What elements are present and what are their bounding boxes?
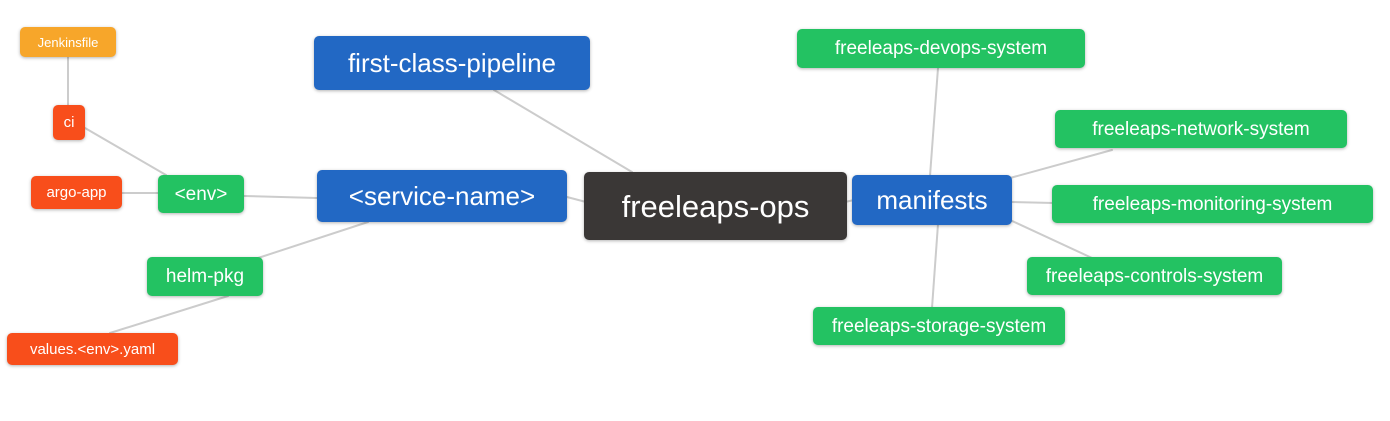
- edge-manifests-network: [1009, 149, 1113, 179]
- edge-env-service-name: [243, 195, 318, 199]
- edge-pipeline-freeleaps-ops: [493, 89, 633, 173]
- node-devops-system[interactable]: freeleaps-devops-system: [797, 29, 1085, 68]
- node-network-system[interactable]: freeleaps-network-system: [1055, 110, 1347, 148]
- edge-ci-env: [84, 127, 167, 176]
- edge-values-helm-pkg: [109, 295, 229, 334]
- edge-service-freeleaps-ops: [566, 196, 587, 203]
- node-jenkinsfile[interactable]: Jenkinsfile: [20, 27, 116, 57]
- edge-manifests-controls: [1009, 219, 1093, 259]
- node-first-class-pipeline[interactable]: first-class-pipeline: [314, 36, 590, 90]
- node-env[interactable]: <env>: [158, 175, 244, 213]
- node-storage-system[interactable]: freeleaps-storage-system: [813, 307, 1065, 345]
- node-manifests[interactable]: manifests: [852, 175, 1012, 225]
- node-ci[interactable]: ci: [53, 105, 85, 140]
- edge-manifests-storage: [931, 223, 939, 309]
- node-argo-app[interactable]: argo-app: [31, 176, 122, 209]
- edge-manifests-devops: [929, 67, 939, 177]
- node-monitoring-system[interactable]: freeleaps-monitoring-system: [1052, 185, 1373, 223]
- edge-helm-pkg-service-name: [257, 221, 369, 259]
- node-freeleaps-ops[interactable]: freeleaps-ops: [584, 172, 847, 240]
- node-helm-pkg[interactable]: helm-pkg: [147, 257, 263, 296]
- node-service-name[interactable]: <service-name>: [317, 170, 567, 222]
- edge-manifests-monitoring: [1009, 201, 1055, 204]
- node-controls-system[interactable]: freeleaps-controls-system: [1027, 257, 1282, 295]
- node-values-env-yaml[interactable]: values.<env>.yaml: [7, 333, 178, 365]
